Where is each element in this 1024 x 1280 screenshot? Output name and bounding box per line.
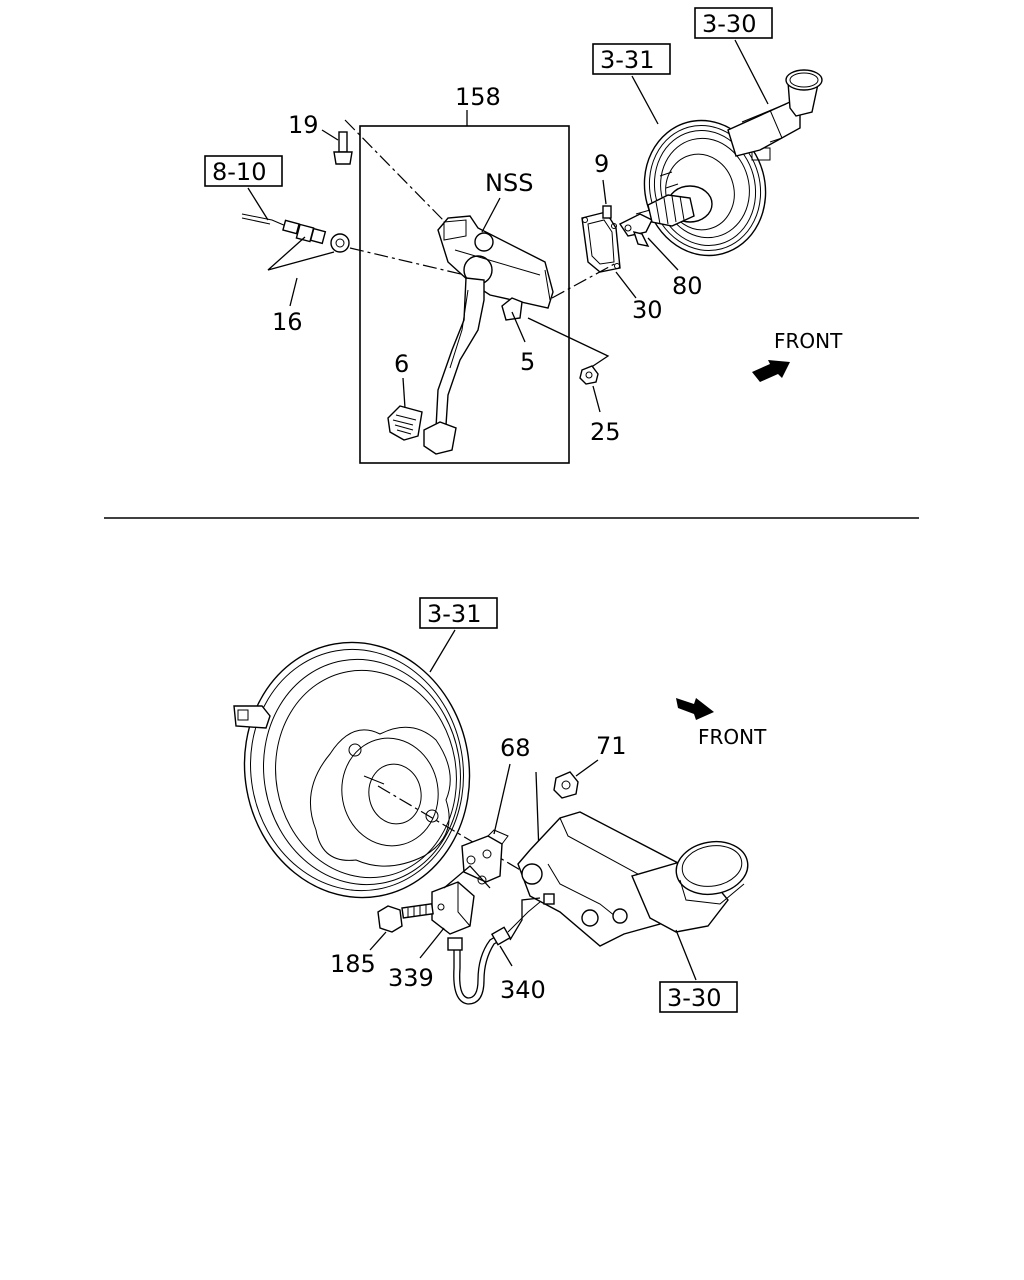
- ref-3-30-bottom: 3-30: [667, 984, 721, 1012]
- callout-5: 5: [520, 348, 535, 376]
- leader-185: [369, 931, 387, 951]
- front-label-top: FRONT: [774, 329, 843, 353]
- clevis-80: [618, 213, 653, 247]
- callout-19: 19: [288, 111, 319, 139]
- dashline-19: [344, 119, 446, 223]
- callout-185: 185: [330, 950, 376, 978]
- leader-340-bracket: [509, 897, 541, 941]
- leader-3-31-top: [631, 75, 659, 125]
- callout-9: 9: [594, 150, 609, 178]
- washer-16: [330, 233, 350, 253]
- ref-8-10: 8-10: [212, 158, 266, 186]
- leader-19: [321, 129, 339, 141]
- pedal-bracket: [437, 215, 554, 309]
- leader-25-bracket: [527, 317, 610, 369]
- callout-68: 68: [500, 734, 531, 762]
- pipe-340: [447, 901, 541, 1005]
- leader-339: [419, 927, 445, 959]
- callout-6: 6: [394, 350, 409, 378]
- callout-340: 340: [500, 976, 546, 1004]
- callout-71: 71: [596, 732, 627, 760]
- dashline-booster-mc: [377, 785, 545, 885]
- leader-nss: [481, 197, 501, 233]
- callout-30: 30: [632, 296, 663, 324]
- leader-16: [289, 277, 298, 307]
- leader-5: [511, 311, 526, 343]
- callout-25: 25: [590, 418, 621, 446]
- leader-3-30-bottom: [675, 929, 697, 981]
- leader-25: [592, 385, 601, 413]
- bottom-diagram: 3-31 68 71: [233, 597, 767, 1013]
- master-cylinder-top: [727, 69, 823, 157]
- master-cylinder-bottom: [517, 811, 749, 947]
- dashline-16: [349, 247, 466, 276]
- front-arrow-top: [752, 360, 790, 382]
- bracket-68: [461, 829, 509, 885]
- callout-339: 339: [388, 964, 434, 992]
- leader-6: [402, 377, 406, 409]
- stop-light-switch: [241, 213, 327, 245]
- leader-71: [575, 759, 599, 777]
- front-arrow-bottom: [676, 698, 714, 720]
- dashline-30: [551, 261, 619, 299]
- ref-3-31-bottom: 3-31: [427, 600, 481, 628]
- leader-3-31-bottom: [429, 629, 456, 673]
- front-label-bottom: FRONT: [698, 725, 767, 749]
- pedal-foot: [423, 421, 457, 455]
- nut-71: [553, 771, 579, 799]
- pedal-assembly-frame: [359, 125, 570, 464]
- ref-box-3-30-bottom: [659, 981, 738, 1013]
- leader-68: [493, 763, 511, 835]
- ref-box-3-31-bottom: [419, 597, 498, 629]
- bolt-185: [377, 903, 434, 933]
- callout-nss: NSS: [485, 169, 533, 197]
- ref-box-3-30-top: [694, 7, 773, 39]
- leader-80: [647, 237, 679, 271]
- pedal-arm: [435, 277, 485, 429]
- leader-340: [499, 945, 513, 967]
- callout-16: 16: [272, 308, 303, 336]
- bolt-19: [333, 131, 353, 165]
- ref-3-30-top: 3-30: [702, 10, 756, 38]
- brake-booster-bottom: [233, 641, 471, 899]
- leader-9: [602, 179, 607, 205]
- callout-80: 80: [672, 272, 703, 300]
- screw-9: [602, 205, 612, 219]
- callout-158: 158: [455, 83, 501, 111]
- pedal-pad: [387, 405, 423, 441]
- leader-3-30-top: [734, 39, 769, 105]
- leader-8-10: [247, 187, 269, 221]
- leader-339-bracket: [443, 865, 491, 889]
- part-5-pad: [501, 297, 523, 321]
- ref-box-8-10: [204, 155, 283, 187]
- leader-16-bracket: [267, 236, 335, 271]
- top-diagram: 158 NSS 19: [204, 7, 843, 464]
- ref-3-31-top: 3-31: [600, 46, 654, 74]
- block-339: [431, 881, 475, 935]
- nut-25: [579, 365, 599, 385]
- gasket-30: [581, 211, 621, 273]
- ref-box-3-31-top: [592, 43, 671, 75]
- leader-30: [615, 271, 637, 299]
